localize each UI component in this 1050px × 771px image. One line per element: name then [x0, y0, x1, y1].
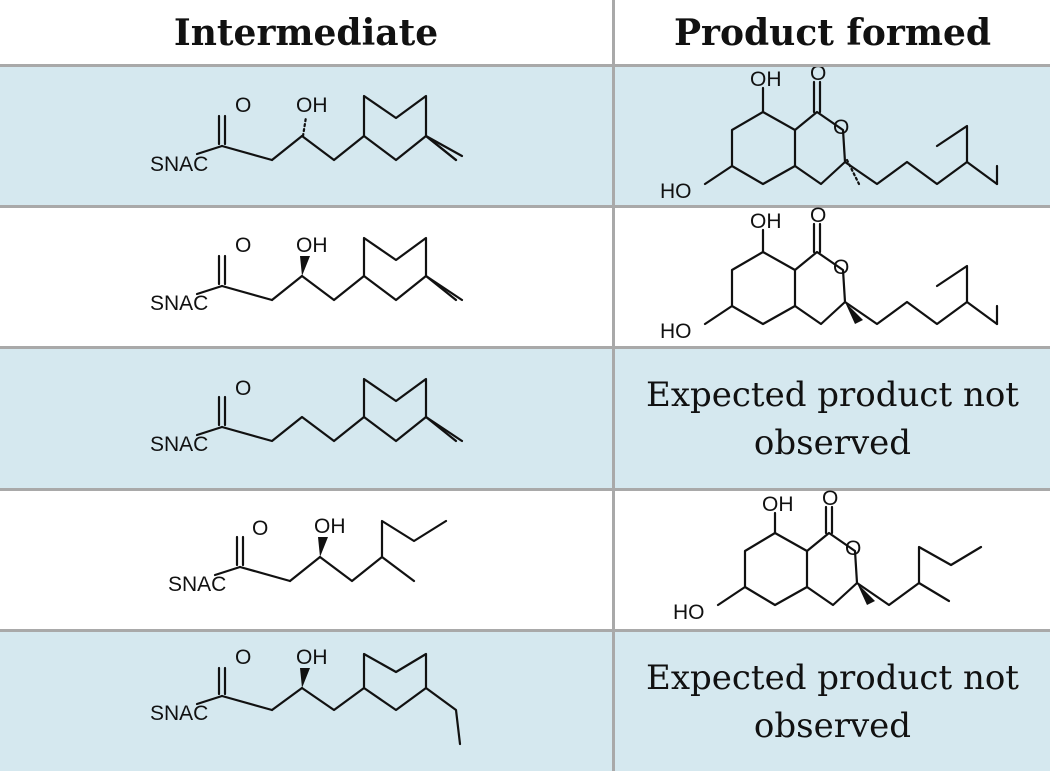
svg-text:O: O	[810, 204, 826, 227]
header-product-formed: Product formed	[673, 11, 992, 54]
row-divider	[0, 346, 1050, 349]
product-structure: HO OH O O	[615, 487, 1050, 630]
svg-text:O: O	[235, 377, 251, 400]
table-row: SNAC O OH HO OH O	[0, 487, 1050, 630]
svg-text:SNAC: SNAC	[150, 292, 208, 315]
product-not-observed-note: Expected product not observed	[646, 375, 1019, 463]
table-row: SNAC O OH Expected product not observed	[0, 632, 1050, 771]
svg-text:O: O	[252, 517, 268, 540]
product-structure: HO OH O O	[615, 204, 1050, 347]
svg-text:OH: OH	[750, 68, 782, 91]
svg-text:O: O	[833, 256, 849, 279]
product-structure: HO OH O O	[615, 62, 1050, 206]
row-divider	[0, 488, 1050, 491]
svg-text:O: O	[235, 94, 251, 117]
svg-text:OH: OH	[296, 94, 328, 117]
intermediate-structure: SNAC O OH	[0, 491, 612, 630]
intermediate-structure: SNAC O	[0, 349, 612, 489]
svg-text:O: O	[810, 62, 826, 85]
table-row: SNAC O OH HO OH	[0, 204, 1050, 347]
header-intermediate: Intermediate	[173, 11, 439, 54]
intermediate-structure: SNAC O OH	[0, 632, 612, 771]
row-divider	[0, 205, 1050, 208]
svg-text:SNAC: SNAC	[168, 573, 226, 596]
svg-text:OH: OH	[296, 646, 328, 669]
svg-text:O: O	[822, 487, 838, 510]
svg-text:SNAC: SNAC	[150, 702, 208, 725]
product-not-observed-note: Expected product not observed	[646, 657, 1019, 746]
svg-text:HO: HO	[660, 180, 692, 203]
svg-text:SNAC: SNAC	[150, 433, 208, 456]
table-row: SNAC O Expected product not observed	[0, 349, 1050, 489]
row-divider	[0, 629, 1050, 632]
product-structure: Expected product not observed	[615, 632, 1050, 771]
intermediate-structure: SNAC O OH	[0, 66, 612, 206]
svg-text:O: O	[235, 646, 251, 669]
svg-text:O: O	[235, 234, 251, 257]
column-divider	[612, 0, 615, 771]
svg-text:OH: OH	[314, 515, 346, 538]
svg-text:O: O	[845, 537, 861, 560]
svg-text:HO: HO	[660, 320, 692, 343]
svg-text:O: O	[833, 116, 849, 139]
svg-text:HO: HO	[673, 601, 705, 624]
intermediate-structure: SNAC O OH	[0, 208, 612, 347]
svg-text:SNAC: SNAC	[150, 153, 208, 176]
header-divider	[0, 64, 1050, 67]
svg-text:OH: OH	[750, 210, 782, 233]
svg-text:OH: OH	[296, 234, 328, 257]
table-row: SNAC O OH HO OH	[0, 62, 1050, 206]
product-structure: Expected product not observed	[615, 349, 1050, 489]
svg-text:OH: OH	[762, 493, 794, 516]
